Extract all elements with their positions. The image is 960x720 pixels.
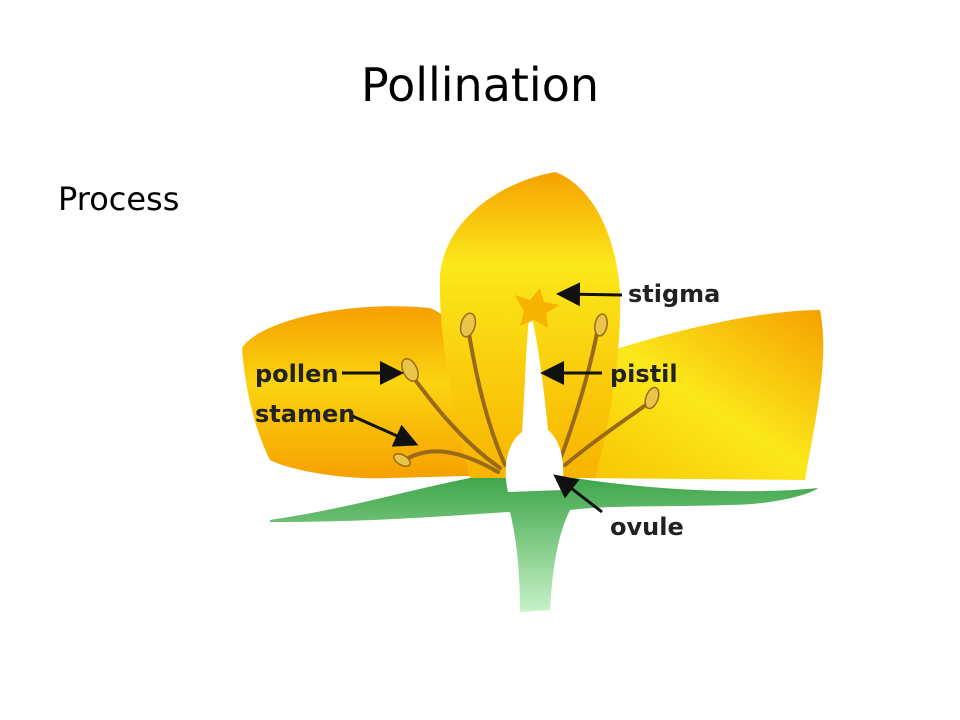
- label-stamen: stamen: [255, 400, 355, 428]
- label-ovule: ovule: [610, 513, 684, 541]
- label-pistil: pistil: [610, 360, 678, 388]
- flower-svg: stigma pollen pistil stamen ovule: [242, 172, 824, 612]
- stamen-filaments: [403, 326, 652, 474]
- label-pollen: pollen: [255, 360, 338, 388]
- slide-title: Pollination: [360, 58, 600, 112]
- label-arrows: [342, 282, 623, 514]
- label-stigma: stigma: [628, 280, 720, 308]
- pistil-shape: [505, 310, 564, 492]
- stigma-shape: [515, 288, 560, 328]
- petal-left: [242, 306, 505, 479]
- flower-diagram: stigma pollen pistil stamen ovule: [230, 160, 830, 620]
- petal-right: [560, 310, 824, 480]
- bullet-process: Process: [58, 180, 180, 218]
- anthers: [393, 312, 660, 467]
- stem: [270, 478, 818, 612]
